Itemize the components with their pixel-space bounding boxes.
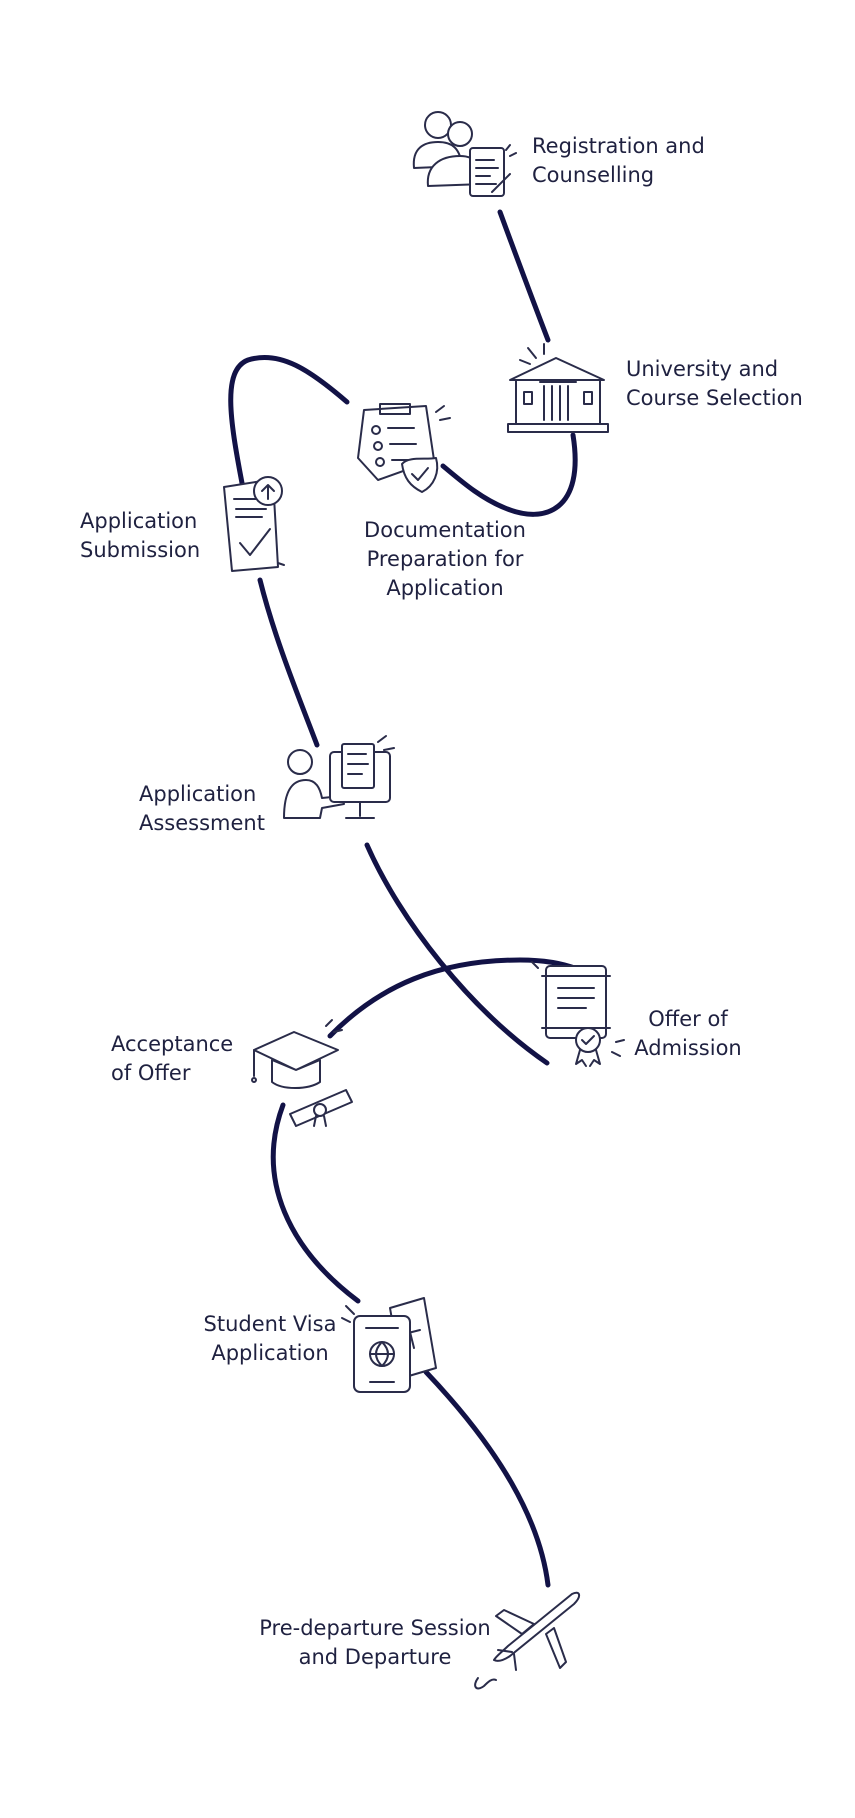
step-label-line: University and [626,357,779,381]
step-label-line: Application [80,509,198,533]
step-label-line: Application [139,782,257,806]
step-label-line: Admission [634,1036,742,1060]
person-monitor-icon [283,735,395,819]
step-label-visa: Student Visa Application [195,1310,345,1368]
step-label-line: and Departure [298,1645,452,1669]
airplane-icon [474,1591,580,1690]
step-label-line: Application [211,1341,329,1365]
document-upload-icon [223,476,285,572]
step-label-line: Assessment [139,811,265,835]
path-segment-1 [497,209,551,343]
step-label-documentation: Documentation Preparation for Applicatio… [340,516,550,603]
step-label-offer: Offer of Admission [628,1005,748,1063]
step-label-line: Acceptance [111,1032,234,1056]
step-label-line: Student Visa [203,1312,337,1336]
step-label-line: Application [386,576,504,600]
step-label-line: Submission [80,538,201,562]
step-label-departure: Pre-departure Session and Departure [250,1614,500,1672]
step-label-line: Pre-departure Session [259,1616,491,1640]
path-segment-5 [364,842,550,1066]
step-label-submission: Application Submission [80,507,200,565]
path-segment-8 [423,1369,551,1588]
step-label-line: Preparation for [366,547,524,571]
path-segment-3 [228,354,350,486]
path-segment-2 [440,432,578,517]
checklist-clipboard-icon [357,403,451,493]
step-label-university: University and Course Selection [626,355,803,413]
step-label-line: Documentation [364,518,526,542]
path-segment-4 [257,577,320,748]
graduation-cap-diploma-icon [251,1019,353,1127]
path-segment-7 [270,1102,361,1304]
step-label-line: Course Selection [626,386,803,410]
step-label-assessment: Application Assessment [139,780,265,838]
step-label-line: Counselling [532,163,655,187]
step-label-registration: Registration and Counselling [532,132,705,190]
certificate-ribbon-icon [531,961,625,1067]
university-building-icon [507,343,609,433]
step-label-line: Offer of [648,1007,728,1031]
passport-ticket-icon [341,1297,437,1393]
journey-path [228,209,605,1588]
people-document-icon [412,111,517,197]
step-label-line: Registration and [532,134,705,158]
step-label-acceptance: Acceptance of Offer [111,1030,233,1088]
step-label-line: of Offer [111,1061,191,1085]
